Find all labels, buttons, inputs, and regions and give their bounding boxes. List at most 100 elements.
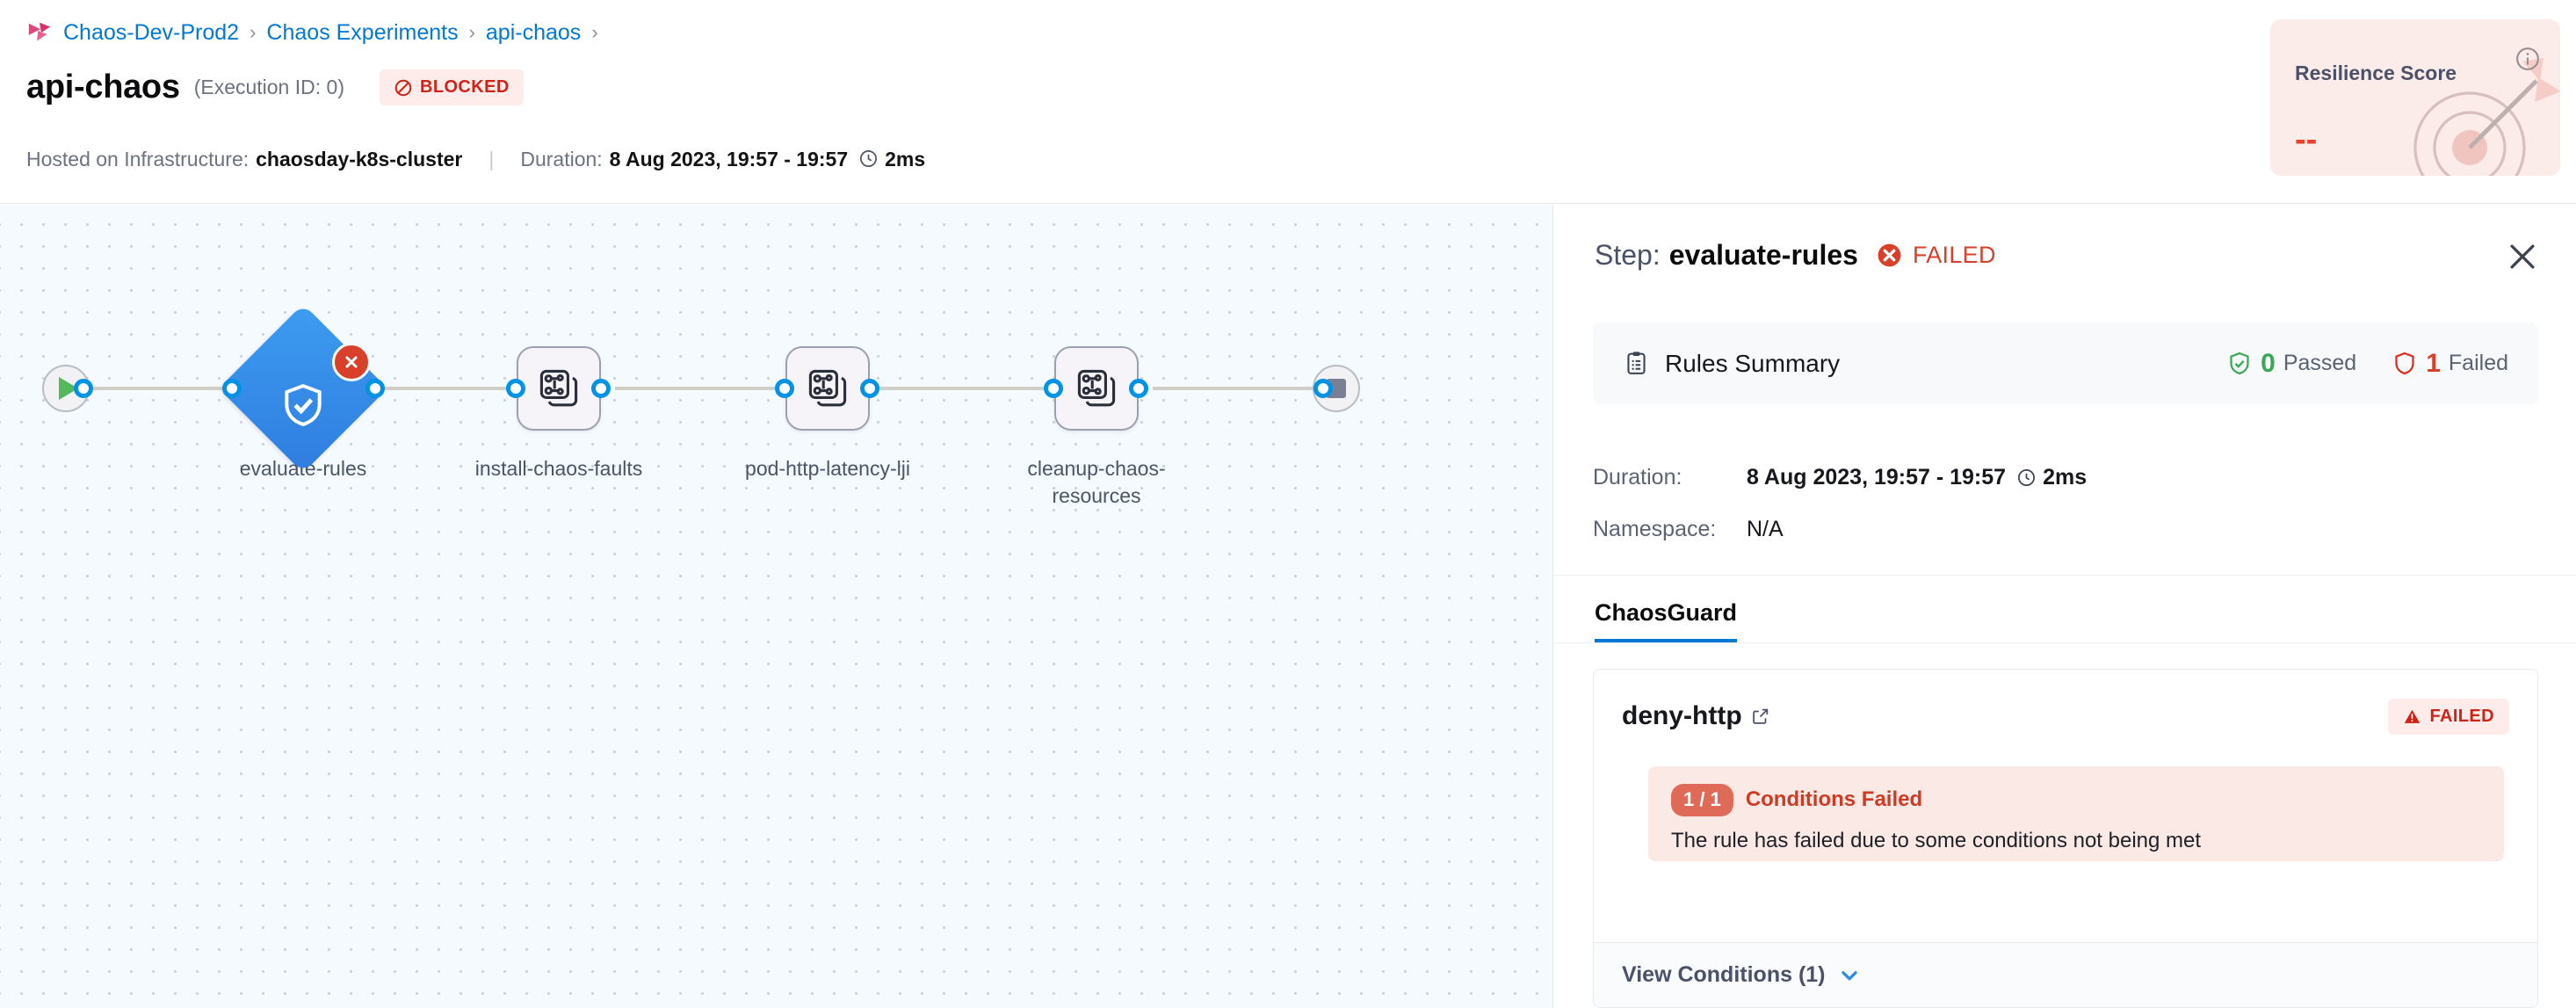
rule-status-badge: FAILED (2388, 698, 2509, 735)
conditions-failed-heading: 1 / 1 Conditions Failed (1671, 784, 2481, 816)
rules-summary-left: Rules Summary (1623, 350, 1840, 378)
warning-triangle-icon (2405, 709, 2420, 723)
rule-card-header: deny-http FAILED (1594, 670, 2537, 763)
detail-duration-ms: 2ms (2043, 465, 2088, 489)
shield-outline-red-icon (2395, 352, 2414, 374)
error-x-icon (1878, 243, 1901, 267)
detail-key-namespace: Namespace: (1593, 517, 1717, 541)
rules-passed-count: 0 (2261, 348, 2276, 378)
port-install-in[interactable] (506, 379, 525, 398)
harness-chaos-logo-icon (26, 19, 53, 46)
port-end-in[interactable] (1313, 379, 1333, 398)
conditions-failed-label: Conditions Failed (1745, 787, 1923, 812)
step-details-panel: Step: evaluate-rules FAILED (1554, 205, 2576, 1008)
duration-label: Duration: (520, 148, 603, 170)
detail-row-namespace: Namespace: N/A (1593, 517, 1784, 542)
infra-value: chaosday-k8s-cluster (256, 148, 463, 170)
resilience-score-card: Resilience Score -- (2270, 19, 2560, 176)
rules-failed-count: 1 (2426, 348, 2441, 378)
chaos-fault-stack-icon (808, 369, 847, 407)
node-install-chaos-faults[interactable] (517, 346, 601, 431)
rules-summary-stats: 0 Passed 1 Failed (2226, 349, 2508, 379)
chevron-down-icon (1841, 970, 1857, 980)
edge-pod-to-cleanup (879, 387, 1046, 390)
breadcrumb-item-current[interactable]: api-chaos (485, 19, 582, 45)
close-icon[interactable] (2506, 240, 2539, 273)
breadcrumb-separator: › (468, 21, 475, 43)
conditions-count-chip: 1 / 1 (1671, 784, 1733, 816)
title-row: api-chaos (Execution ID: 0) BLOCKED (26, 69, 524, 106)
breadcrumb-separator: › (250, 21, 257, 43)
breadcrumb: Chaos-Dev-Prod2 › Chaos Experiments › ap… (26, 19, 598, 46)
port-install-out[interactable] (591, 379, 611, 398)
edge-cleanup-to-end (1153, 387, 1328, 390)
port-start-out[interactable] (74, 379, 93, 398)
detail-value-namespace: N/A (1747, 517, 1784, 541)
rules-failed-label: Failed (2448, 351, 2508, 375)
target-arrow-icon (2413, 58, 2560, 176)
pipeline-canvas[interactable]: evaluate-rules install-chaos-faults (0, 205, 1553, 1008)
node-pod-http-latency[interactable] (785, 346, 870, 431)
clipboard-icon (1627, 352, 1646, 374)
edge-install-to-pod (615, 387, 775, 390)
breadcrumb-item-experiments[interactable]: Chaos Experiments (266, 19, 459, 45)
rules-failed-stat: 1 Failed (2391, 349, 2508, 379)
shield-check-green-icon (2230, 352, 2249, 374)
edge-start-to-evaluate (65, 387, 232, 390)
resilience-score-value: -- (2295, 121, 2318, 158)
rules-passed-label: Passed (2283, 351, 2357, 375)
port-cleanup-out[interactable] (1129, 379, 1148, 398)
view-conditions-label: View Conditions (1) (1622, 962, 1826, 987)
detail-row-duration: Duration: 8 Aug 2023, 19:57 - 19:57 2ms (1593, 465, 2087, 490)
node-label-pod-http-latency: pod-http-latency-lji (745, 457, 910, 480)
chaos-fault-stack-icon (1077, 369, 1116, 407)
status-badge-label: BLOCKED (419, 77, 510, 97)
page-title: api-chaos (26, 69, 180, 105)
port-evaluate-out[interactable] (365, 379, 385, 398)
info-circle-icon[interactable] (2514, 46, 2541, 72)
conditions-failed-description: The rule has failed due to some conditio… (1671, 828, 2202, 852)
port-evaluate-in[interactable] (222, 379, 242, 398)
breadcrumb-separator-trailing: › (591, 21, 598, 43)
meta-divider: | (488, 148, 495, 170)
external-link-icon[interactable] (1751, 707, 1770, 726)
node-cleanup-chaos-resources[interactable] (1054, 346, 1139, 431)
status-badge: BLOCKED (379, 69, 524, 105)
shield-check-icon (285, 383, 322, 427)
panel-step-prefix: Step: (1595, 239, 1661, 271)
rules-summary-card: Rules Summary 0 Passed 1 Failed (1593, 323, 2538, 404)
detail-key-duration: Duration: (1593, 465, 1682, 489)
execution-id: (Execution ID: 0) (193, 76, 344, 98)
rule-card-deny-http: deny-http FAILED 1 / (1593, 669, 2538, 1008)
node-label-cleanup-chaos-resources: cleanup-chaos-resources (1027, 457, 1166, 508)
panel-step-name: evaluate-rules (1668, 239, 1858, 271)
blocked-icon (394, 78, 413, 98)
clock-icon (848, 148, 885, 171)
view-conditions-toggle[interactable]: View Conditions (1) (1594, 942, 2537, 1007)
rules-summary-title: Rules Summary (1665, 349, 1841, 377)
infra-label: Hosted on Infrastructure: (26, 148, 250, 170)
port-cleanup-in[interactable] (1044, 379, 1063, 398)
panel-header: Step: evaluate-rules FAILED (1554, 205, 2576, 306)
node-label-install-chaos-faults: install-chaos-faults (474, 457, 643, 480)
edge-evaluate-to-install (376, 387, 517, 390)
resilience-score-title: Resilience Score (2295, 62, 2457, 84)
panel-tabs: ChaosGuard (1554, 575, 2576, 643)
rules-passed-stat: 0 Passed (2226, 349, 2356, 379)
detail-value-duration: 8 Aug 2023, 19:57 - 19:57 2ms (1747, 465, 2088, 489)
chaos-fault-stack-icon (539, 369, 578, 407)
tab-chaosguard[interactable]: ChaosGuard (1595, 599, 1738, 642)
conditions-failed-alert: 1 / 1 Conditions Failed The rule has fai… (1648, 766, 2504, 861)
breadcrumb-item-project[interactable]: Chaos-Dev-Prod2 (63, 19, 240, 45)
rule-name: deny-http (1622, 701, 1770, 731)
clock-icon (2018, 469, 2036, 486)
play-icon (58, 377, 78, 400)
error-x-icon (332, 343, 371, 381)
port-pod-out[interactable] (860, 379, 879, 398)
panel-step-status: FAILED (1912, 242, 1996, 268)
page-header: Chaos-Dev-Prod2 › Chaos Experiments › ap… (0, 0, 2576, 204)
header-meta: Hosted on Infrastructure: chaosday-k8s-c… (26, 148, 925, 171)
port-pod-in[interactable] (775, 379, 794, 398)
duration-ms: 2ms (885, 148, 926, 170)
